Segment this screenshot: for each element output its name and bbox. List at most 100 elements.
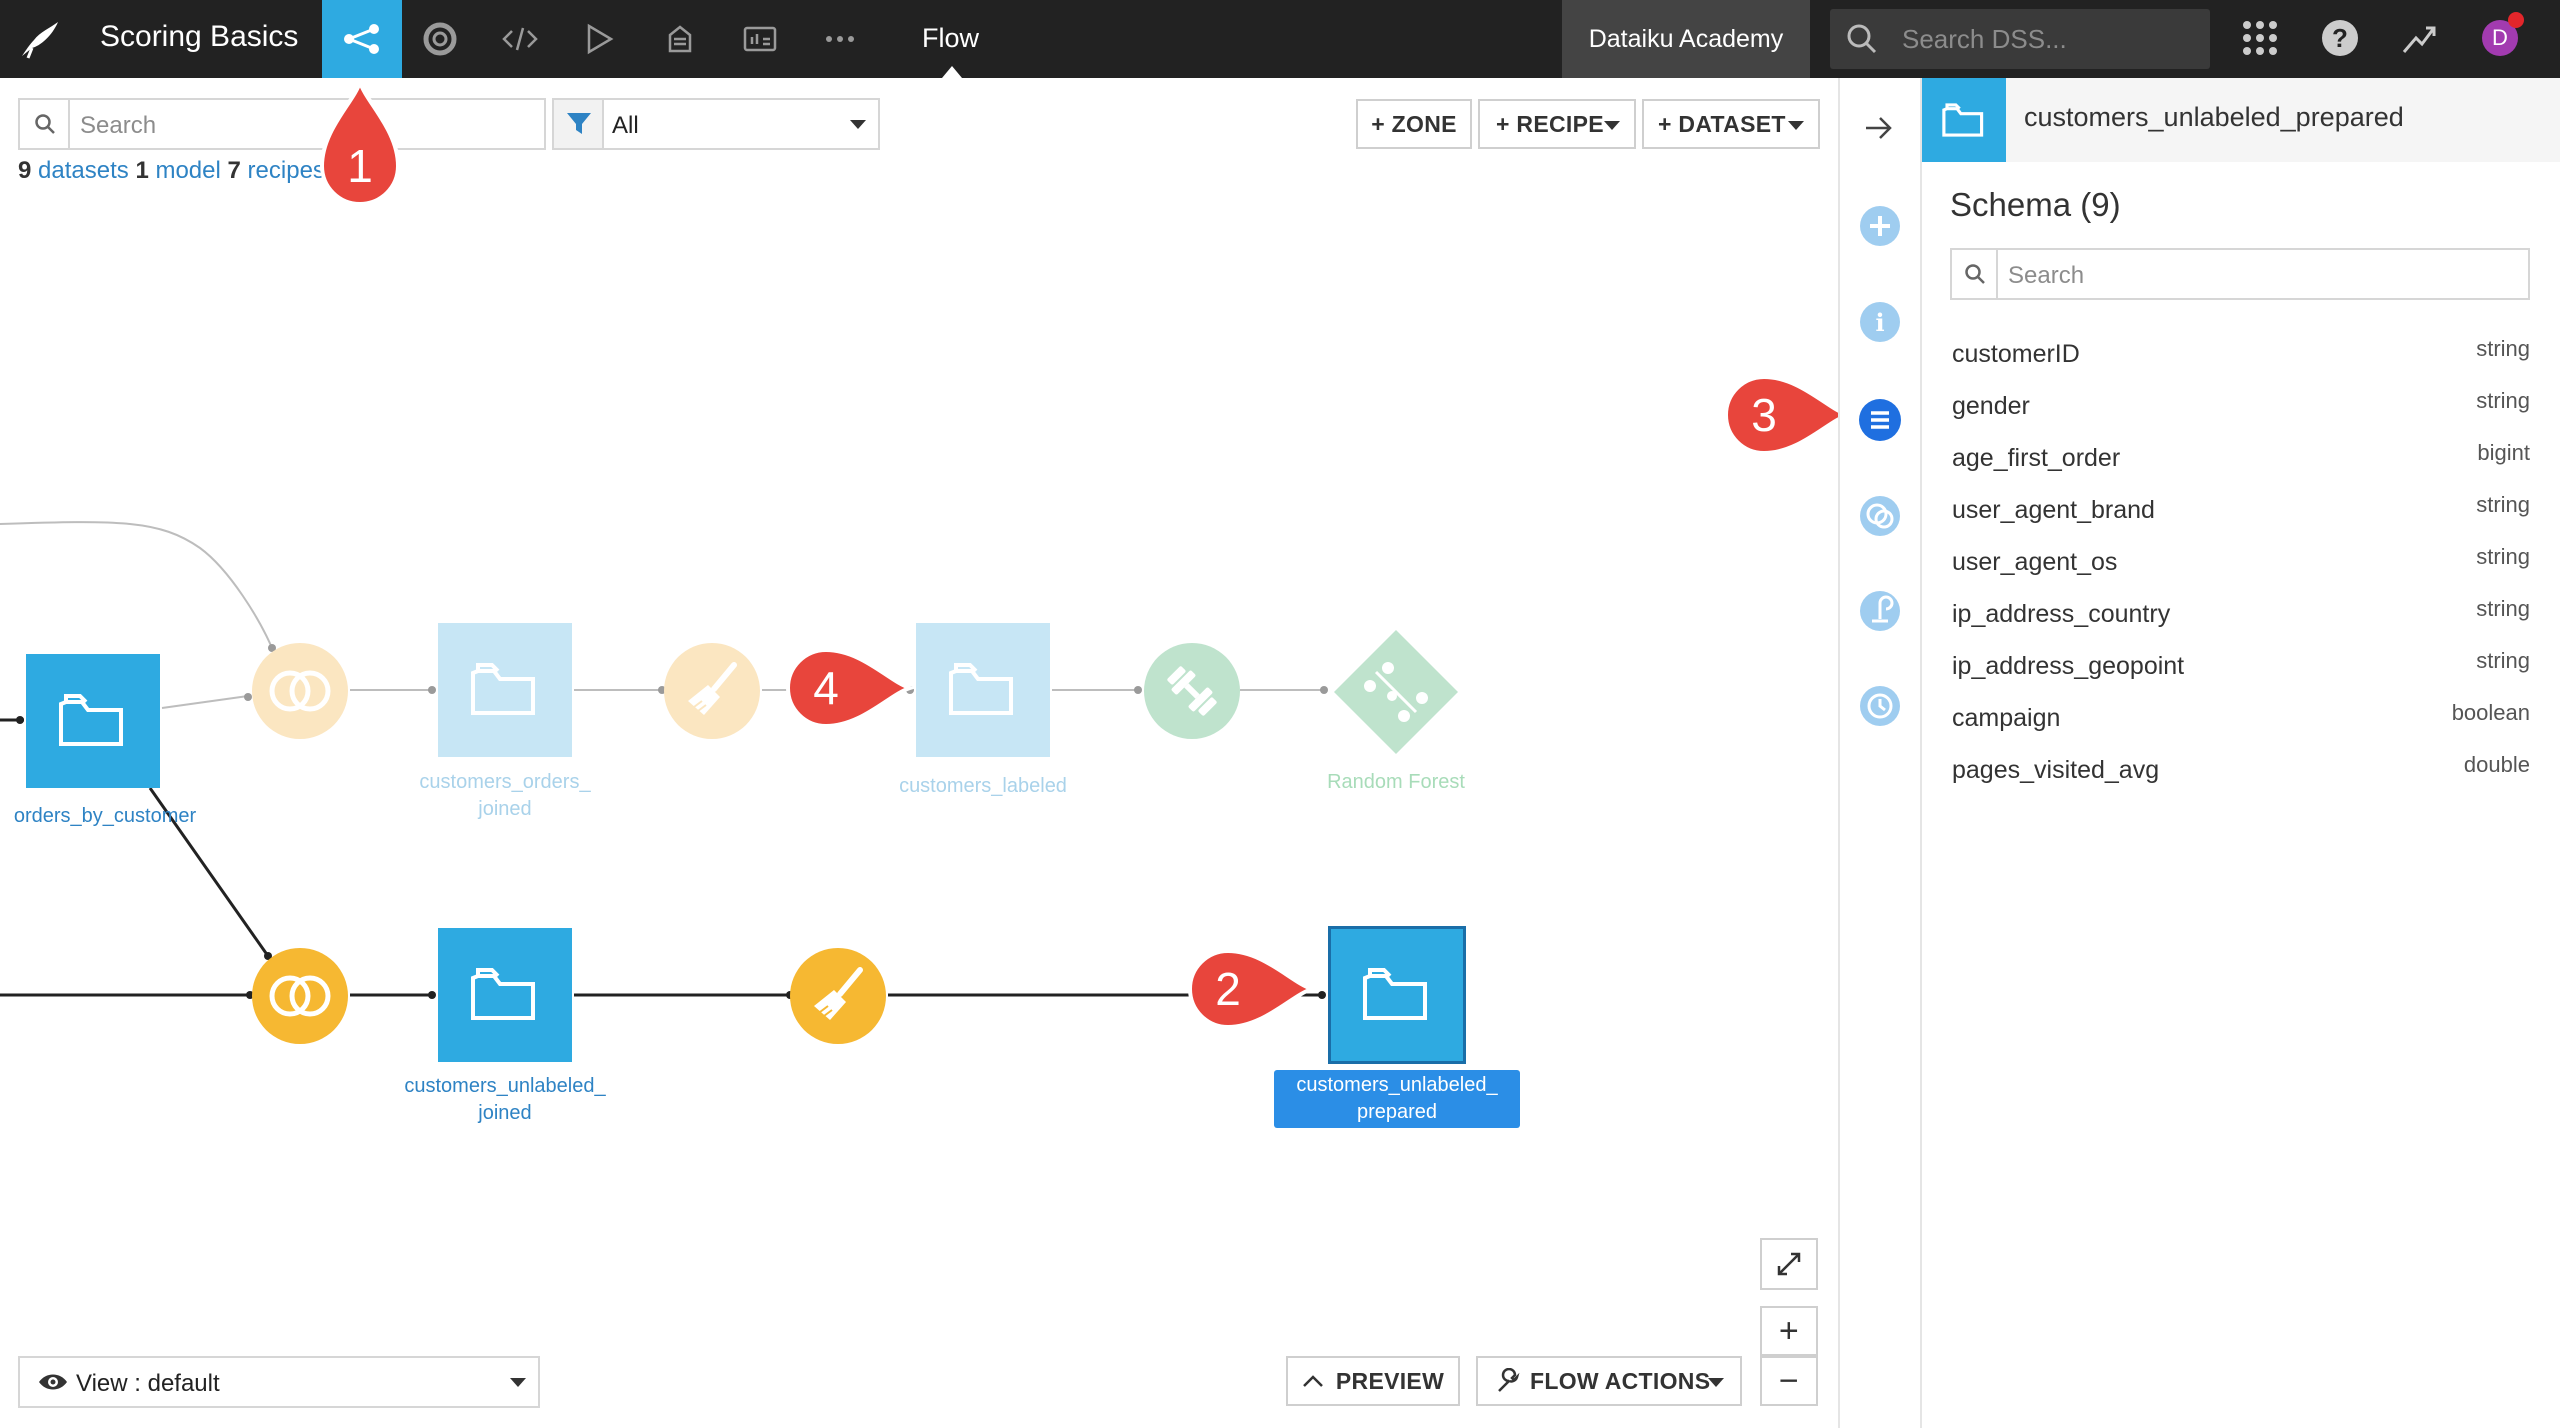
- label-line-1: customers_orders_: [419, 771, 591, 793]
- schema-row: campaign boolean: [1952, 694, 2532, 746]
- add-zone-button[interactable]: + ZONE: [1356, 99, 1472, 149]
- schema-row: ip_address_country string: [1952, 590, 2532, 642]
- details-panel-header: [1922, 78, 2560, 162]
- label-customers-unlabeled-joined: customers_unlabeled_ joined: [375, 1073, 635, 1127]
- join-recipe-node[interactable]: [252, 948, 348, 1044]
- avatar-letter: D: [2492, 25, 2508, 50]
- expand-icon: [1777, 1252, 1801, 1276]
- model-diamond-icon: [1334, 630, 1458, 754]
- schema-list-icon[interactable]: [1859, 399, 1901, 441]
- flow-icon: [344, 24, 379, 54]
- project-title[interactable]: Scoring Basics: [100, 20, 299, 53]
- global-search-placeholder: Search DSS...: [1902, 24, 2067, 54]
- preview-label: PREVIEW: [1335, 1367, 1445, 1394]
- preview-button[interactable]: PREVIEW: [1286, 1356, 1460, 1406]
- info-icon[interactable]: i: [1860, 302, 1900, 342]
- add-recipe-button[interactable]: + RECIPE: [1478, 99, 1636, 149]
- lab-nav-button[interactable]: [400, 0, 480, 78]
- column-name: campaign: [1952, 704, 2061, 732]
- flow-search-placeholder: Search: [80, 112, 157, 139]
- model-node-random-forest[interactable]: [1330, 626, 1462, 758]
- zoom-in-button[interactable]: +: [1760, 1306, 1818, 1356]
- column-type: bigint: [2477, 440, 2530, 465]
- dataset-node-customers-unlabeled-joined[interactable]: [438, 928, 572, 1062]
- zoom-out-button[interactable]: −: [1760, 1356, 1818, 1406]
- flow-nav-button[interactable]: [322, 0, 402, 78]
- dumbbell-icon: [1167, 666, 1217, 716]
- column-name: ip_address_geopoint: [1952, 652, 2185, 680]
- callout-4: 4: [786, 647, 916, 729]
- jobs-nav-button[interactable]: [560, 0, 640, 78]
- filter-icon-box: [554, 100, 604, 148]
- flow-filter-select[interactable]: All: [552, 98, 880, 150]
- datasets-link[interactable]: datasets: [38, 157, 129, 184]
- more-nav-button[interactable]: [800, 0, 880, 78]
- join-icon: [269, 975, 331, 1017]
- column-type: string: [2476, 388, 2530, 413]
- callout-3: 3: [1724, 374, 1854, 456]
- chevron-down-icon: [1604, 121, 1620, 130]
- global-search-box[interactable]: Search DSS...: [1830, 9, 2210, 69]
- details-panel: [1922, 78, 2560, 1428]
- fit-to-screen-button[interactable]: [1760, 1238, 1818, 1290]
- edge-ports-dark: [16, 716, 1326, 999]
- top-navigation-bar: Scoring Basics Flow Dataiku Academy Sear…: [0, 0, 2560, 78]
- prepare-recipe-node-faded[interactable]: [664, 643, 760, 739]
- flow-breadcrumb-label[interactable]: Flow: [922, 23, 980, 53]
- collapse-panel-arrow-icon[interactable]: [1864, 116, 1894, 140]
- schema-row: ip_address_geopoint string: [1952, 642, 2532, 694]
- schema-search-input[interactable]: Search: [1950, 248, 2530, 300]
- schema-row: pages_visited_avg double: [1952, 746, 2532, 798]
- apps-grid-icon[interactable]: [2242, 20, 2278, 56]
- view-selector[interactable]: View : default: [18, 1356, 540, 1408]
- column-name: gender: [1952, 392, 2030, 420]
- timeline-clock-icon[interactable]: [1860, 686, 1900, 726]
- label-customers-unlabeled-prepared: customers_unlabeled_ prepared: [1274, 1070, 1520, 1128]
- folder-icon: [1363, 968, 1427, 1020]
- add-dataset-button[interactable]: + DATASET: [1642, 99, 1820, 149]
- activity-trend-icon[interactable]: [2402, 22, 2438, 61]
- label-line-2: prepared: [1356, 1101, 1438, 1123]
- flow-actions-label: FLOW ACTIONS: [1530, 1367, 1711, 1394]
- discussions-icon[interactable]: [1860, 496, 1900, 536]
- dashboard-nav-button[interactable]: [720, 0, 800, 78]
- dataset-type-tile: [1922, 78, 2006, 162]
- dataset-node-orders-by-customer[interactable]: [26, 654, 160, 788]
- details-dataset-name[interactable]: customers_unlabeled_prepared: [2024, 102, 2404, 132]
- dataiku-logo-icon[interactable]: [18, 18, 62, 60]
- label-random-forest: Random Forest: [1327, 771, 1465, 793]
- models-link[interactable]: model: [155, 157, 221, 184]
- lab-icon: [423, 22, 457, 56]
- train-recipe-node-faded[interactable]: [1144, 643, 1240, 739]
- deploy-icon: [668, 25, 692, 53]
- column-type: boolean: [2451, 700, 2530, 725]
- folder-icon: [471, 663, 535, 715]
- dataset-node-customers-unlabeled-prepared[interactable]: [1328, 926, 1466, 1064]
- flow-actions-button[interactable]: FLOW ACTIONS: [1476, 1356, 1742, 1406]
- upper-branch-edges: [0, 521, 1324, 709]
- folder-icon: [471, 968, 535, 1020]
- instance-label-box[interactable]: Dataiku Academy: [1562, 0, 1810, 78]
- dashboard-icon: [743, 26, 777, 52]
- add-action-icon[interactable]: [1860, 206, 1900, 246]
- label-customers-orders-joined: customers_orders_ joined: [375, 769, 635, 823]
- prepare-recipe-node[interactable]: [790, 948, 886, 1044]
- column-type: double: [2463, 752, 2530, 777]
- join-recipe-node-faded[interactable]: [252, 643, 348, 739]
- flow-search-input[interactable]: Search: [18, 98, 546, 150]
- chevron-up-icon: [1303, 1375, 1323, 1387]
- column-type: string: [2476, 648, 2530, 673]
- dataset-node-customers-orders-joined[interactable]: [438, 623, 572, 757]
- help-icon[interactable]: ?: [2322, 20, 2358, 56]
- recipes-count: 7: [227, 157, 241, 184]
- label-line-1: customers_unlabeled_: [1296, 1074, 1498, 1096]
- folder-icon: [59, 694, 123, 746]
- deploy-nav-button[interactable]: [640, 0, 720, 78]
- lab-feature-icon[interactable]: [1860, 591, 1900, 631]
- label-line-2: joined: [478, 1102, 532, 1124]
- dataset-node-customers-labeled[interactable]: [916, 623, 1050, 757]
- code-nav-button[interactable]: [480, 0, 560, 78]
- schema-row: user_agent_os string: [1952, 538, 2532, 590]
- broom-icon: [688, 662, 737, 715]
- recipes-link[interactable]: recipes: [247, 157, 325, 184]
